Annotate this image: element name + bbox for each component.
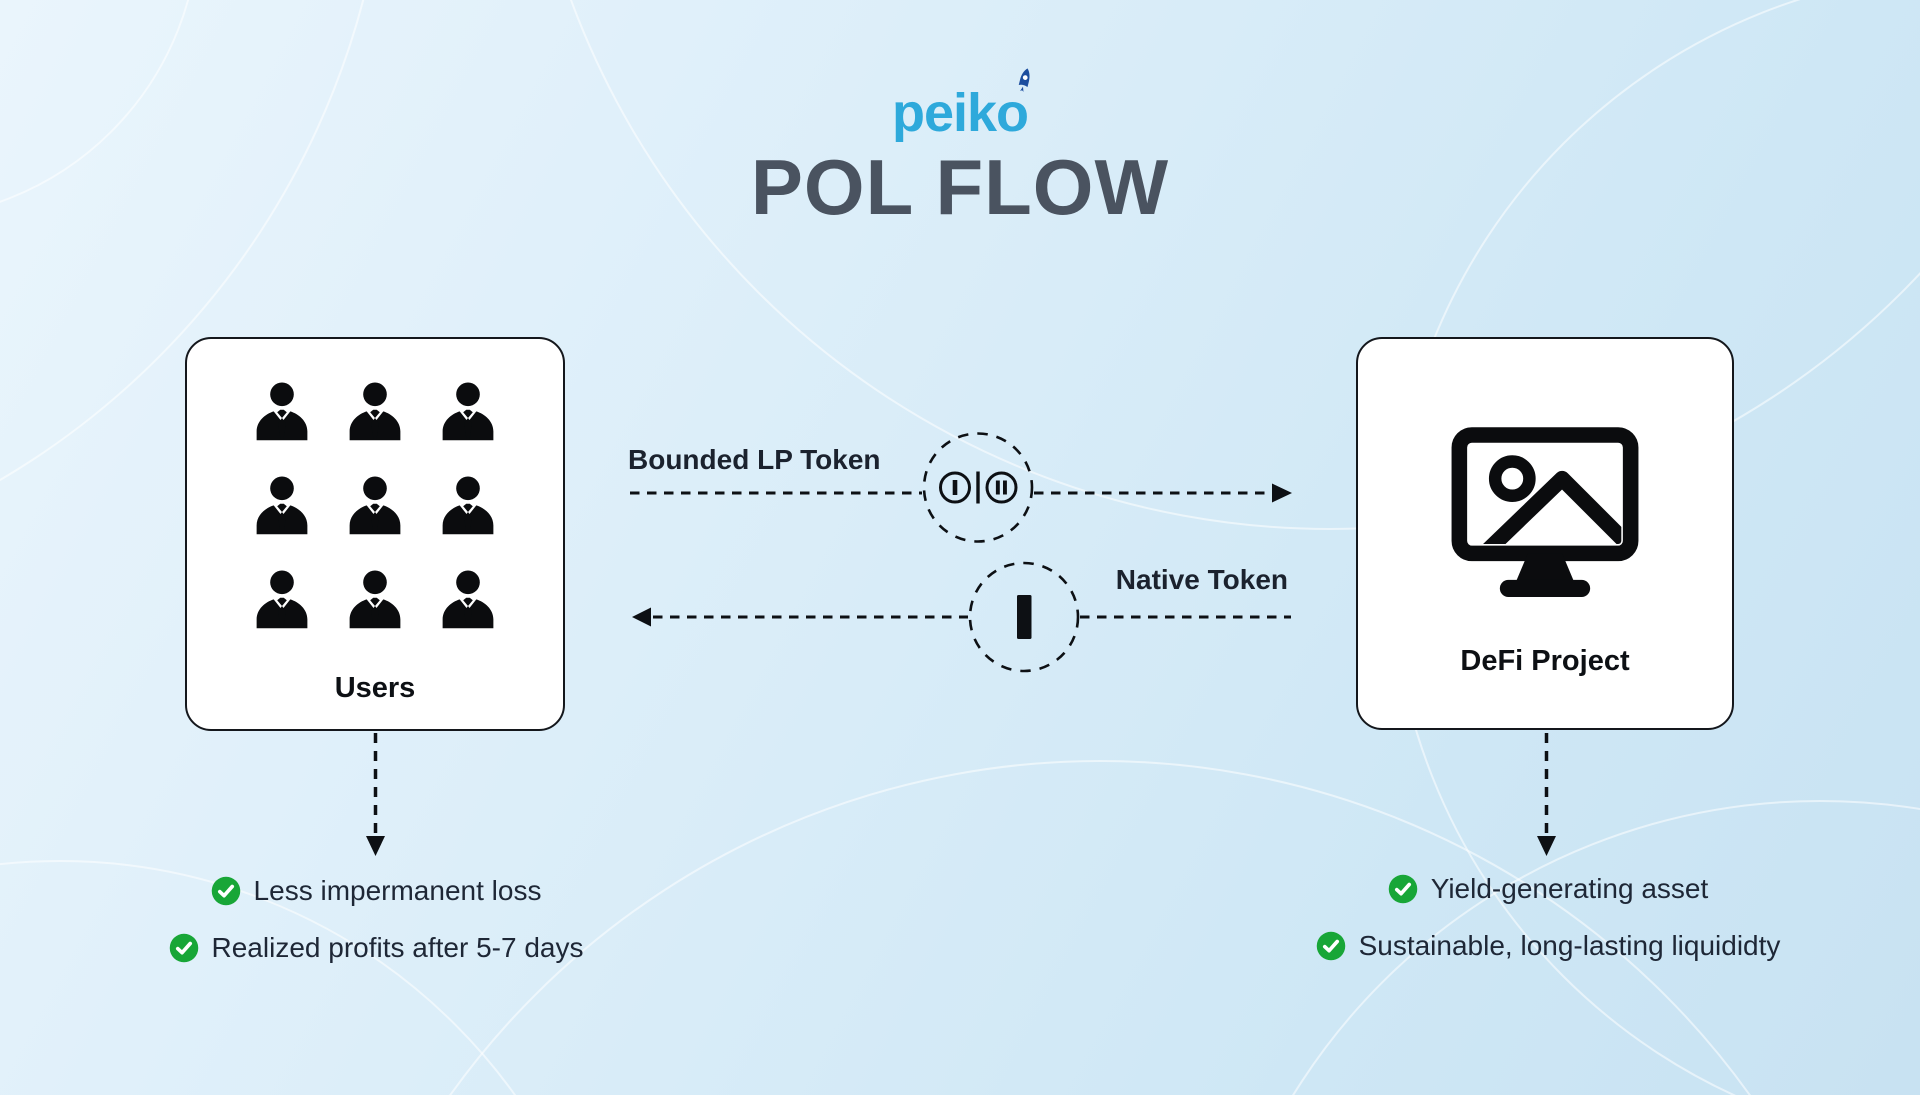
- benefit-item: Sustainable, long-lasting liquididty: [1172, 929, 1920, 963]
- check-icon: [1388, 874, 1418, 904]
- check-icon: [1316, 931, 1346, 961]
- user-icon: [440, 473, 496, 536]
- benefit-text: Less impermanent loss: [253, 875, 542, 906]
- user-icon: [347, 567, 403, 630]
- benefit-item: Less impermanent loss: [0, 874, 752, 908]
- user-icon: [254, 379, 310, 442]
- check-icon: [169, 933, 199, 963]
- user-icon: [440, 379, 496, 442]
- user-icon: [347, 379, 403, 442]
- users-drop-arrow: [366, 733, 385, 856]
- token-bar-node: [968, 561, 1080, 673]
- page-title: POL FLOW: [750, 143, 1170, 231]
- user-icon: [254, 567, 310, 630]
- user-icon: [440, 567, 496, 630]
- users-card: Users: [185, 337, 565, 731]
- defi-benefits: Yield-generating asset Sustainable, long…: [1172, 872, 1920, 986]
- monitor-image-icon: [1451, 427, 1639, 597]
- benefit-text: Realized profits after 5-7 days: [211, 932, 584, 963]
- defi-project-card: DeFi Project: [1356, 337, 1734, 730]
- native-token-arrow: [632, 607, 1291, 627]
- users-card-label: Users: [334, 672, 416, 704]
- benefit-text: Sustainable, long-lasting liquididty: [1358, 930, 1781, 961]
- user-icon: [347, 473, 403, 536]
- users-grid: [187, 379, 563, 630]
- benefit-text: Yield-generating asset: [1430, 873, 1709, 904]
- benefit-item: Yield-generating asset: [1172, 872, 1920, 906]
- defi-card-label: DeFi Project: [1460, 645, 1630, 677]
- token-one-icon: [939, 471, 971, 504]
- check-icon: [211, 876, 241, 906]
- benefit-item: Realized profits after 5-7 days: [0, 931, 752, 965]
- peiko-logo-text: peiko: [891, 83, 1029, 143]
- bounded-lp-token-label: Bounded LP Token: [628, 444, 881, 475]
- header-logo: peiko: [0, 68, 1920, 144]
- token-two-icon: [985, 471, 1018, 504]
- native-token-label: Native Token: [1115, 564, 1288, 595]
- rocket-icon: [1018, 68, 1030, 92]
- user-icon: [254, 473, 310, 536]
- users-benefits: Less impermanent loss Realized profits a…: [0, 874, 752, 988]
